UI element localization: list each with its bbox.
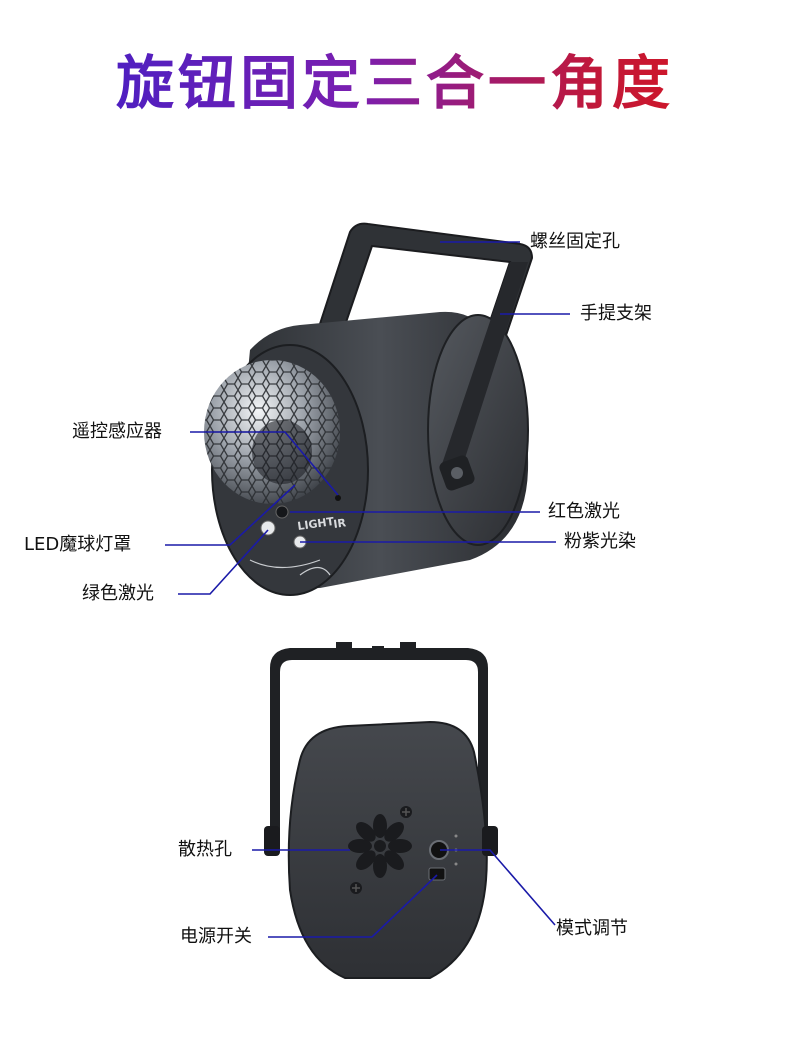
leader-lines: [165, 241, 570, 938]
label-led-cover: LED魔球灯罩: [24, 534, 132, 555]
label-red-laser: 红色激光: [548, 501, 620, 522]
label-screw-hole: 螺丝固定孔: [530, 231, 620, 252]
label-mode-adjust: 模式调节: [556, 918, 628, 939]
ir-sensor-dot: [335, 495, 341, 501]
light-print: LIGHT: [297, 515, 336, 533]
screw-bottom: [350, 882, 362, 894]
heat-vent-shape: [348, 814, 412, 878]
back-plate: [287, 720, 488, 979]
power-switch-shape: [428, 867, 446, 881]
green-laser-lens: [260, 520, 276, 536]
back-device: [264, 642, 498, 979]
red-laser-lens: [275, 505, 289, 519]
label-green-laser: 绿色激光: [82, 583, 154, 604]
label-remote-sensor: 遥控感应器: [72, 421, 162, 442]
label-pink-purple: 粉紫光染: [564, 531, 636, 552]
label-power-switch: 电源开关: [180, 926, 252, 947]
ir-print: IR: [333, 516, 348, 531]
page-title: 旋钮固定三合一角度: [0, 48, 790, 118]
screw-top: [400, 806, 412, 818]
front-device: LIGHT IR: [204, 222, 534, 596]
label-handle-bracket: 手提支架: [580, 303, 652, 324]
label-heat-vent: 散热孔: [178, 839, 232, 860]
